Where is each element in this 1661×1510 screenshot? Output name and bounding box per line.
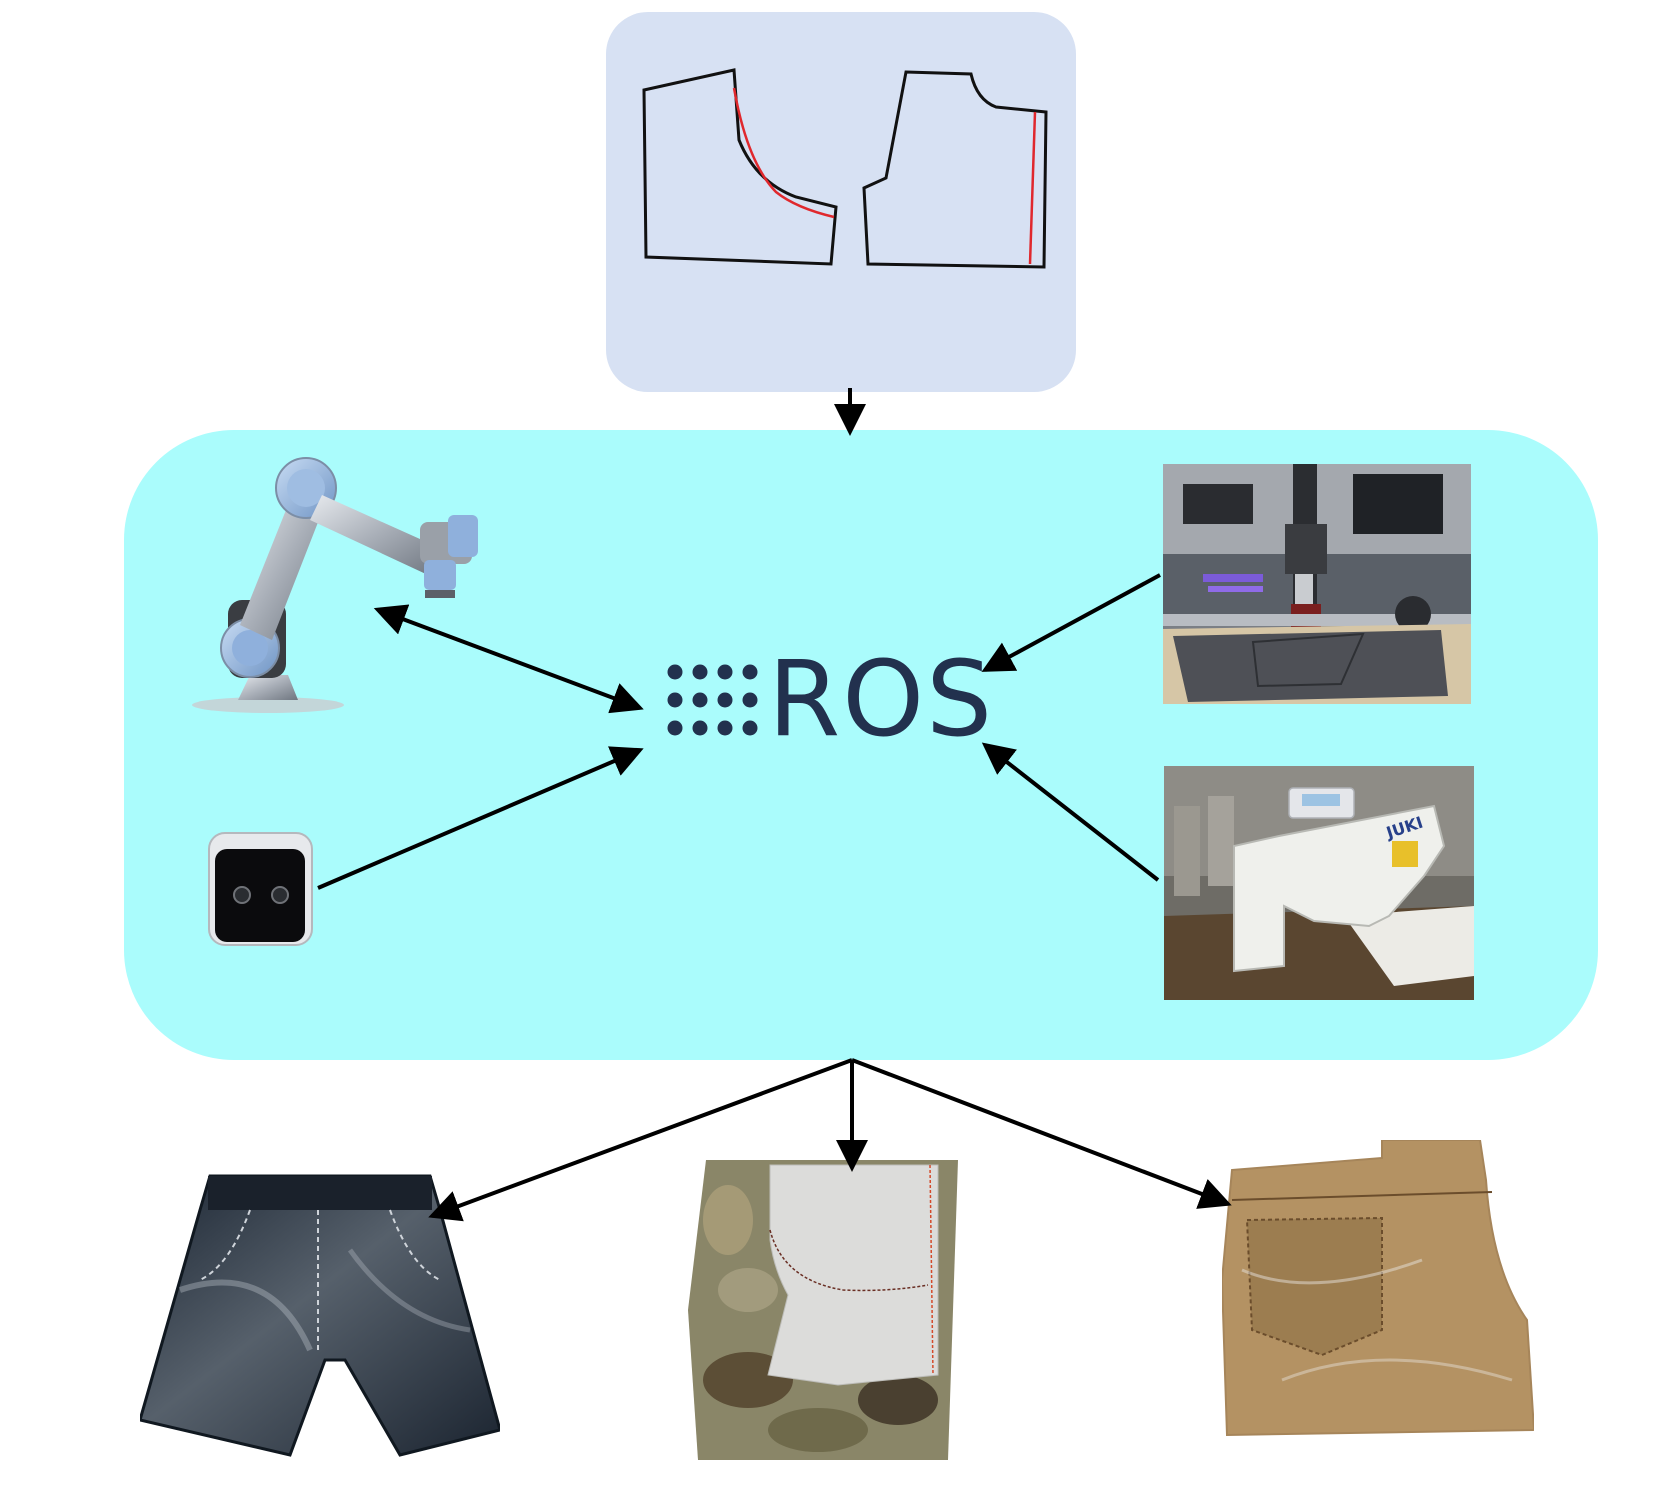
- leather-shorts-photo: [140, 1170, 500, 1460]
- camo-panel-shape: [688, 1160, 958, 1460]
- cutting-machine-scene: [1163, 464, 1471, 704]
- cutting-machine-photo: [1163, 464, 1471, 704]
- front-seam-line: [732, 87, 835, 219]
- sewing-machine-scene: [1164, 766, 1474, 1000]
- back-pattern-piece: [862, 70, 1048, 269]
- sewing-machine-photo: JUKI: [1164, 766, 1474, 1000]
- ros-logo: ROS: [665, 647, 992, 755]
- camo-panel-photo: [688, 1160, 958, 1460]
- back-seam-line: [1028, 111, 1037, 265]
- tan-panel-photo: [1222, 1140, 1534, 1440]
- leather-shorts-shape: [140, 1174, 500, 1457]
- sewing-pattern-panel: [606, 12, 1076, 392]
- tan-panel-shape: [1222, 1140, 1534, 1437]
- ros-dot-grid: [667, 664, 758, 736]
- ros-label: ROS: [768, 638, 995, 760]
- front-pattern-piece: [642, 68, 838, 266]
- pattern-pieces: [642, 68, 1048, 269]
- ros-dots-icon: [667, 664, 758, 736]
